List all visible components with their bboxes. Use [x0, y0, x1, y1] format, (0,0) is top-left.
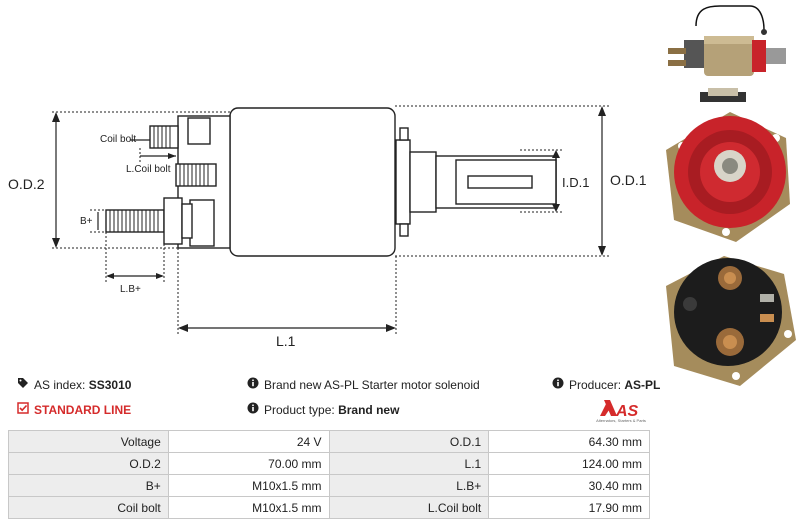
- product-description: Brand new AS-PL Starter motor solenoid: [264, 378, 480, 392]
- logo-text: AS: [615, 403, 639, 420]
- spec-label: Coil bolt: [8, 496, 169, 519]
- spec-value: 17.90 mm: [488, 496, 650, 519]
- info-circle-icon: [246, 402, 260, 417]
- spec-value: 70.00 mm: [167, 452, 330, 475]
- product-photo-back: [666, 256, 796, 386]
- b-label: B+: [80, 216, 93, 227]
- spec-label: O.D.1: [328, 430, 490, 453]
- spec-value: 124.00 mm: [488, 452, 650, 475]
- standard-line-label: STANDARD LINE: [34, 403, 132, 417]
- id1-label: I.D.1: [562, 175, 589, 190]
- spec-label: Voltage: [8, 430, 169, 453]
- table-row: Coil bolt M10x1.5 mm L.Coil bolt 17.90 m…: [8, 496, 650, 519]
- specs-table: Voltage 24 V O.D.1 64.30 mm O.D.2 70.00 …: [8, 430, 650, 519]
- spec-value: M10x1.5 mm: [167, 474, 330, 497]
- producer-row: Producer: AS-PL: [551, 377, 660, 392]
- as-index-label: AS index:: [34, 378, 86, 392]
- spec-label: O.D.2: [8, 452, 169, 475]
- l-coil-bolt-label: L.Coil bolt: [126, 164, 171, 175]
- info-circle-icon: [551, 377, 565, 392]
- product-type-value: Brand new: [338, 403, 400, 417]
- spec-label: L.1: [328, 452, 490, 475]
- logo-subtext: Alternators, Starters & Parts: [596, 418, 646, 423]
- technical-drawing: O.D.2 O.D.1 I.D.1 L.1 L.B+ B+ Coil bolt …: [8, 105, 647, 349]
- spec-value: M10x1.5 mm: [167, 496, 330, 519]
- description-row: Brand new AS-PL Starter motor solenoid: [246, 377, 480, 392]
- as-index-value: SS3010: [88, 378, 132, 392]
- info-circle-icon: [246, 377, 260, 392]
- table-row: B+ M10x1.5 mm L.B+ 30.40 mm: [8, 474, 650, 497]
- product-type-label: Product type:: [264, 403, 335, 417]
- product-type-row: Product type: Brand new: [246, 402, 399, 417]
- table-row: Voltage 24 V O.D.1 64.30 mm: [8, 430, 650, 453]
- solenoid-body: [229, 107, 396, 257]
- product-photo-side: [668, 5, 786, 102]
- producer-label: Producer:: [569, 378, 622, 392]
- spec-value: 24 V: [167, 430, 330, 453]
- spec-label: L.B+: [328, 474, 490, 497]
- tag-icon: [16, 377, 30, 392]
- spec-value: 30.40 mm: [488, 474, 650, 497]
- as-pl-logo: AS: [600, 400, 639, 420]
- spec-label: L.Coil bolt: [328, 496, 490, 519]
- table-row: O.D.2 70.00 mm L.1 124.00 mm: [8, 452, 650, 475]
- spec-value: 64.30 mm: [488, 430, 650, 453]
- standard-line-row: STANDARD LINE: [16, 402, 131, 417]
- coil-bolt-label: Coil bolt: [100, 134, 136, 145]
- od1-label: O.D.1: [610, 172, 647, 188]
- od2-label: O.D.2: [8, 176, 45, 192]
- product-photo-front: [666, 112, 790, 242]
- lb-label: L.B+: [120, 284, 141, 295]
- checkbox-icon: [16, 402, 30, 417]
- l1-label: L.1: [276, 333, 296, 349]
- spec-label: B+: [8, 474, 169, 497]
- producer-value: AS-PL: [624, 378, 661, 392]
- as-index-row: AS index: SS3010: [16, 377, 131, 392]
